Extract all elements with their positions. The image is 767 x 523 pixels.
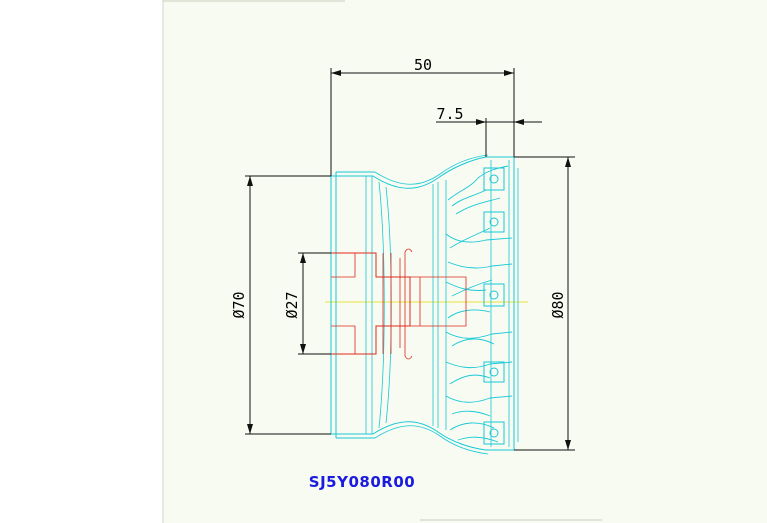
insert-group xyxy=(483,167,505,445)
square-insert-icon xyxy=(483,421,505,445)
dim-bore-diameter: Ø27 xyxy=(283,291,301,318)
dim-overall-length: 50 xyxy=(414,56,432,74)
dim-cutter-diameter: Ø80 xyxy=(549,291,567,318)
dimension-arrows xyxy=(247,70,571,450)
square-insert-icon xyxy=(483,283,505,307)
dim-insert-offset: 7.5 xyxy=(436,105,463,123)
square-insert-icon xyxy=(483,167,505,191)
drawing-sheet xyxy=(163,0,767,523)
chip-flute-group xyxy=(445,165,513,443)
bore-section xyxy=(331,248,467,360)
model-code-label: SJ5Y080R00 xyxy=(309,473,415,491)
dim-shoulder-diameter: Ø70 xyxy=(230,291,248,318)
square-insert-icon xyxy=(483,361,505,383)
dimension-lines xyxy=(245,68,575,451)
square-insert-icon xyxy=(483,211,505,233)
